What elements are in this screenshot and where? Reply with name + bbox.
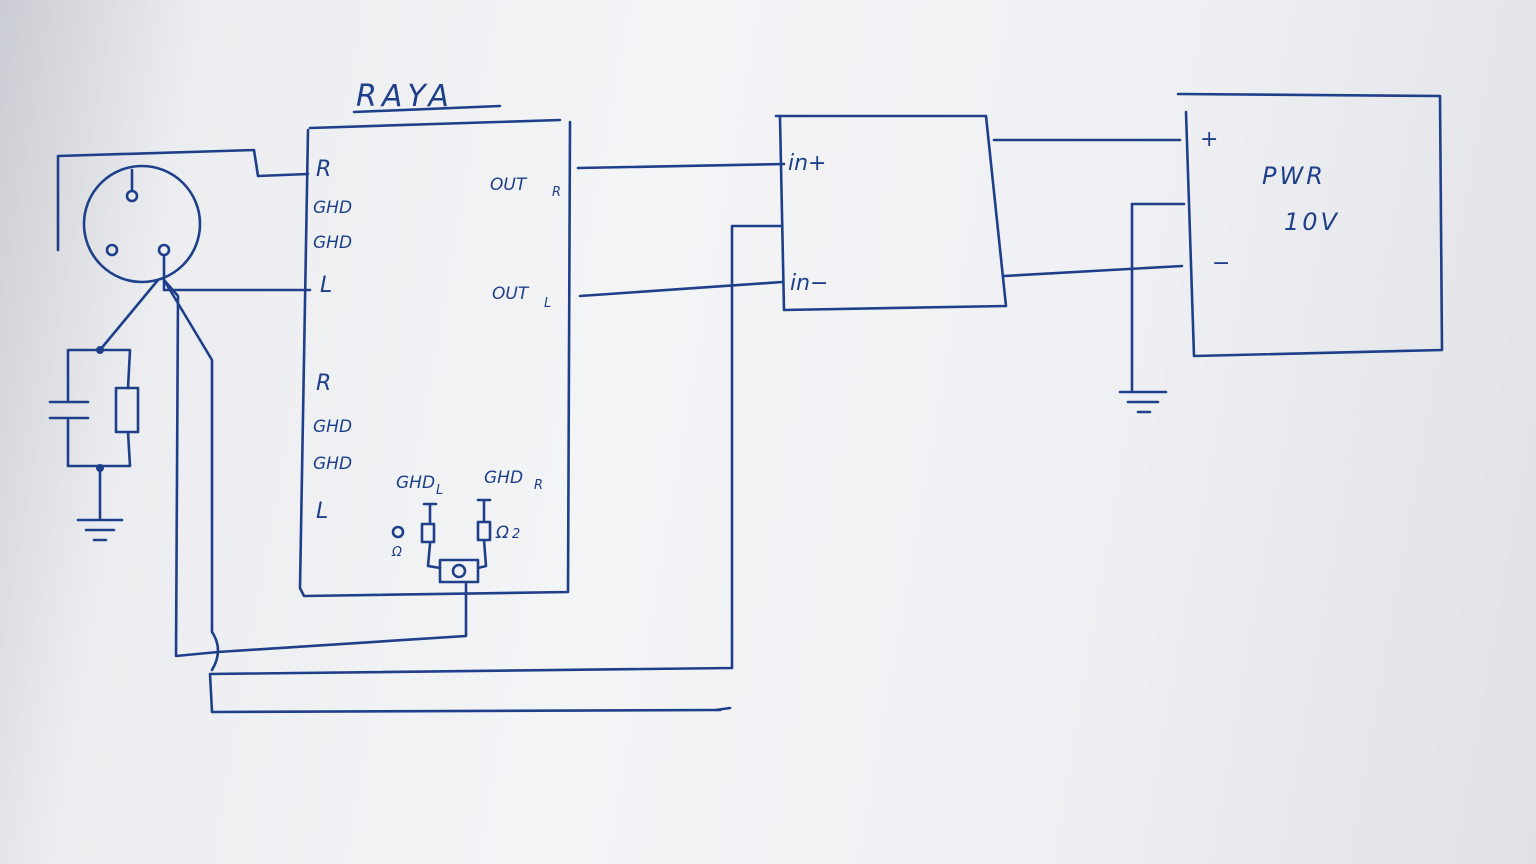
amp-in-minus: in− [790,271,829,296]
gnd-r-label: GHD [484,468,523,488]
gnd-l-subscript: L [436,483,443,498]
pin-r-bottom: R [316,371,331,396]
psu-box-outline [1176,92,1444,358]
rc-to-xlr [98,278,160,352]
capacitor-symbol [48,400,90,420]
pin-gnd1-top: GHD [313,198,352,218]
gnd-l-label: GHD [396,473,435,493]
raya-module: RAYA R GHD GHD L R GHD GHD L OUT R OUT L… [298,79,572,598]
xlr-pin-top [125,189,139,203]
jumper-left-open [391,525,405,539]
xlr-connector [82,164,202,284]
pin-gnd2-top: GHD [313,233,352,253]
amp-in-plus: in+ [788,151,827,176]
wire-outr-to-inplus [576,162,786,170]
wire-outl-to-inminus [578,280,784,298]
jumper-right-omega: Ω [495,523,509,543]
psu-label: PWR [1262,162,1326,190]
wire-xlr-to-r [56,148,310,252]
psu-minus: − [1212,251,1230,276]
wire-ground-crossover [162,278,220,672]
wire-ground-to-l [714,706,732,712]
jumper-left [420,502,442,570]
ground-selector-switch: Ω Ω 2 [391,498,520,584]
amplifier-module: in+ in− [774,114,1008,312]
pin-r-top: R [316,157,331,182]
pin-gnd1-bottom: GHD [313,417,352,437]
out-r-label: OUT [490,175,528,195]
wire-ground-return-upper [162,278,468,658]
pin-l-bottom: L [316,499,328,524]
wire-ground-return [208,224,784,714]
raya-box-outline [298,118,572,598]
amp-box-outline [774,114,1008,312]
xlr-pin-right [157,243,171,257]
wiring [56,138,1186,714]
psu-plus: + [1200,127,1218,152]
pin-gnd2-bottom: GHD [313,454,352,474]
wire-amp-to-psu-minus [1002,264,1184,278]
psu-voltage: 10V [1284,208,1340,236]
ground-symbol-psu [1118,202,1168,414]
out-r-subscript: R [552,185,561,200]
xlr-body [82,164,202,284]
jumper-right-suffix: 2 [512,527,520,542]
switch-body [438,558,480,584]
wire-xlr-to-l [162,254,312,292]
power-supply: PWR 10V + − [1118,92,1444,414]
gnd-r-subscript: R [534,478,543,493]
rc-frame [66,348,132,468]
jumper-right [476,498,492,570]
resistor-symbol [114,386,140,434]
xlr-pin-left [105,243,119,257]
ground-symbol-left [76,466,124,542]
raya-title-underline [352,104,502,114]
raya-title: RAYA [356,79,454,114]
switch-knob [451,563,467,579]
out-l-subscript: L [544,296,551,311]
out-l-label: OUT [492,284,530,304]
input-rc-network [48,278,160,542]
pin-l-top: L [320,273,332,298]
jumper-left-omega: Ω [391,545,402,560]
